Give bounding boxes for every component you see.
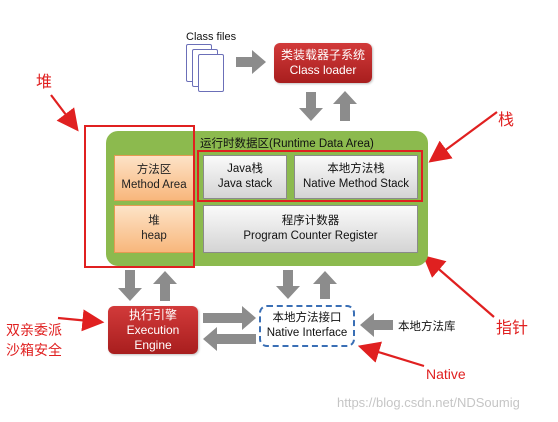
runtime-data-area-title: 运行时数据区(Runtime Data Area) xyxy=(200,138,374,150)
annotation-arrow-pointer xyxy=(422,255,495,318)
arrow-classfiles-to-loader xyxy=(236,50,266,74)
pc-register-cn: 程序计数器 xyxy=(281,215,340,227)
arrow-interface-to-area xyxy=(313,271,337,299)
arrow-loader-down xyxy=(299,92,323,121)
method-area-box: 方法区 Method Area xyxy=(114,155,194,201)
annotation-parents-line2: 沙箱安全 xyxy=(6,342,62,358)
native-library-label: 本地方法库 xyxy=(398,321,456,333)
method-area-cn: 方法区 xyxy=(136,164,172,176)
arrow-area-up xyxy=(333,91,357,121)
watermark: https://blog.csdn.net/NDSoumig xyxy=(337,395,520,410)
program-counter-box: 程序计数器 Program Counter Register xyxy=(203,205,418,253)
class-loader-box: 类装载器子系统 Class loader xyxy=(274,43,372,83)
heap-highlight-outline xyxy=(84,125,195,268)
arrow-lib-to-interface xyxy=(360,313,393,337)
heap-cn: 堆 xyxy=(148,215,160,227)
native-interface-box: 本地方法接口 Native Interface xyxy=(259,305,355,347)
annotation-parents-line1: 双亲委派 xyxy=(6,322,62,338)
native-stack-cn: 本地方法栈 xyxy=(327,163,385,175)
engine-en2: Engine xyxy=(134,337,172,352)
class-files-label: Class files xyxy=(186,31,237,43)
annotation-stack: 栈 xyxy=(498,112,515,129)
native-interface-cn: 本地方法接口 xyxy=(272,312,342,324)
class-files-icon xyxy=(186,44,232,98)
java-stack-cn: Java栈 xyxy=(227,163,263,175)
heap-box: 堆 heap xyxy=(114,205,194,253)
method-area-en: Method Area xyxy=(121,179,187,191)
native-stack-en: Native Method Stack xyxy=(302,178,410,190)
arrow-engine-to-interface xyxy=(203,306,256,330)
annotation-arrow-heap xyxy=(50,94,79,132)
arrow-area-to-interface xyxy=(276,270,300,299)
java-stack-box: Java栈 Java stack xyxy=(203,155,287,199)
annotation-arrow-stack xyxy=(428,111,498,163)
stack-highlight-outline xyxy=(197,150,423,202)
engine-en1: Execution xyxy=(126,322,180,337)
native-interface-en: Native Interface xyxy=(266,327,348,339)
annotation-pointer: 指针 xyxy=(496,320,529,337)
annotation-arrow-native xyxy=(357,341,425,368)
execution-engine-box: 执行引擎 Execution Engine xyxy=(108,306,198,354)
arrow-area-to-engine xyxy=(118,270,142,301)
annotation-native: Native xyxy=(426,366,466,382)
class-loader-title-cn: 类装载器子系统 xyxy=(280,48,365,62)
arrow-interface-to-engine xyxy=(203,327,256,351)
native-method-stack-box: 本地方法栈 Native Method Stack xyxy=(294,155,418,199)
class-loader-title-en: Class loader xyxy=(289,63,357,77)
arrow-engine-to-area xyxy=(153,271,177,301)
java-stack-en: Java stack xyxy=(217,178,273,190)
annotation-heap: 堆 xyxy=(36,74,53,91)
engine-cn: 执行引擎 xyxy=(128,307,177,322)
annotation-arrow-parents xyxy=(57,309,105,332)
heap-en: heap xyxy=(141,230,167,242)
pc-register-en: Program Counter Register xyxy=(243,230,378,242)
